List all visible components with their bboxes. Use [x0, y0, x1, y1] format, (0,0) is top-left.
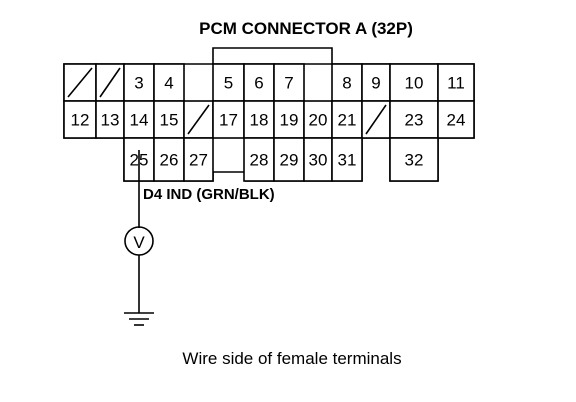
- connector-lock-tab: [212, 47, 333, 64]
- pin-cell: [303, 137, 333, 182]
- pin-cell: [389, 63, 439, 102]
- pin-number: 13: [101, 111, 120, 130]
- empty-slot-slash: [187, 104, 210, 135]
- empty-slot-slash: [365, 104, 387, 135]
- empty-slot-slash: [99, 67, 121, 98]
- pin-cell: [273, 63, 305, 102]
- pin-number: 11: [447, 74, 465, 93]
- pin-number: 12: [71, 111, 90, 130]
- pin-number: 14: [130, 111, 149, 130]
- pin-number: 27: [189, 151, 208, 170]
- pin-number: 9: [371, 74, 380, 93]
- pin-number: 5: [224, 74, 233, 93]
- pin-number: 31: [338, 151, 357, 170]
- pin-cell: [437, 100, 475, 139]
- pin-number: 29: [280, 151, 299, 170]
- pin-cell: [243, 100, 275, 139]
- voltmeter-symbol: V: [133, 233, 145, 252]
- pin-cell: [273, 100, 305, 139]
- pin-cell: [123, 100, 155, 139]
- diagram-caption: Wire side of female terminals: [182, 349, 401, 368]
- pin-cell: [63, 100, 97, 139]
- pin-number: 24: [447, 111, 466, 130]
- pin-number: 17: [219, 111, 238, 130]
- pin-number: 23: [405, 111, 424, 130]
- connector-title: PCM CONNECTOR A (32P): [199, 19, 413, 38]
- pin-cell: [153, 100, 185, 139]
- pin-number: 30: [309, 151, 328, 170]
- pin-number: 4: [164, 74, 173, 93]
- pin-number: 32: [405, 151, 424, 170]
- pin-number: 6: [254, 74, 263, 93]
- pin-number: 10: [405, 74, 424, 93]
- pin-number: 21: [338, 111, 357, 130]
- pin-cell: [389, 137, 439, 182]
- pin-number: 3: [134, 74, 143, 93]
- pin-number: 8: [342, 74, 351, 93]
- pin-number: 15: [160, 111, 179, 130]
- pin-cell: [331, 63, 363, 102]
- pin-cell: [123, 63, 155, 102]
- wire-label: D4 IND (GRN/BLK): [143, 186, 275, 203]
- pin-cell: [243, 137, 275, 182]
- pin-number: 18: [250, 111, 269, 130]
- pin-number: 20: [309, 111, 328, 130]
- empty-slot-slash: [67, 67, 93, 98]
- pin-cell: [331, 137, 363, 182]
- pin-number: 28: [250, 151, 269, 170]
- pin-number: 26: [160, 151, 179, 170]
- pin-cell: [95, 100, 125, 139]
- ground-icon: [124, 312, 154, 326]
- pin-number: 19: [280, 111, 299, 130]
- pin-number: 7: [284, 74, 293, 93]
- pin-cell: [183, 137, 214, 182]
